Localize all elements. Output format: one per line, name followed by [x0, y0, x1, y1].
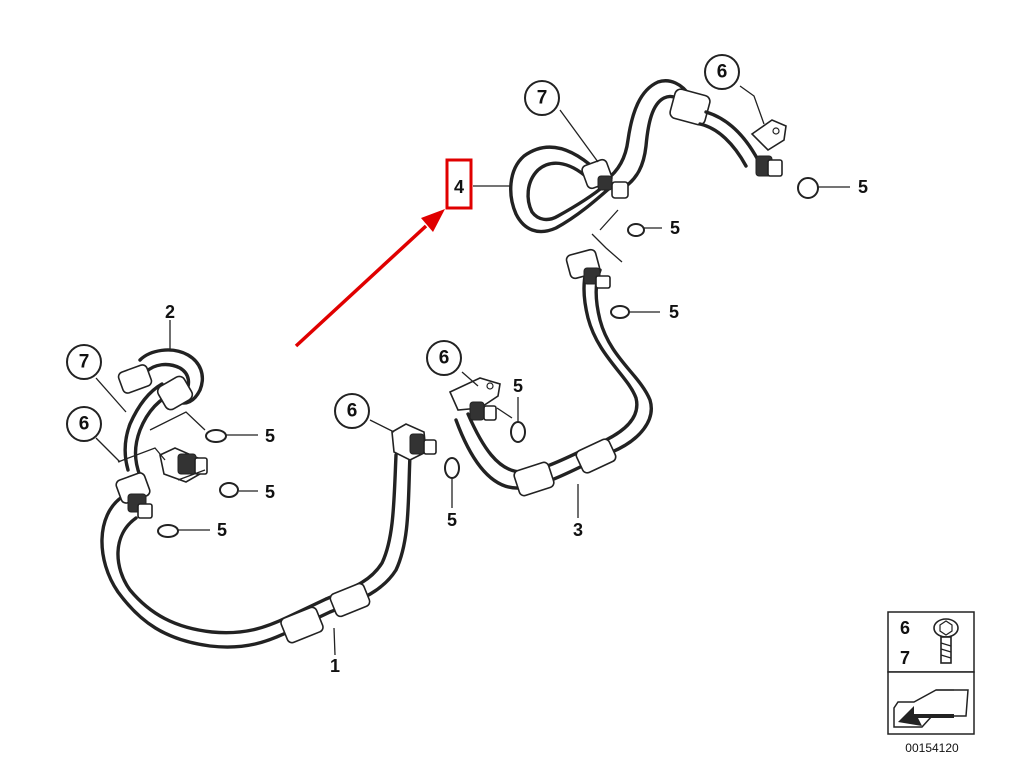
- hose-2-clamp: [117, 364, 153, 394]
- svg-text:6: 6: [717, 62, 728, 83]
- o-ring-label-5: 5: [265, 426, 275, 446]
- o-ring-hose4-b: [627, 223, 645, 237]
- o-ring-label-5: 5: [265, 482, 275, 502]
- hose-4-sleeve: [669, 88, 711, 126]
- hose-4: [473, 79, 787, 234]
- diagram-id: 00154120: [905, 741, 959, 755]
- hose-1: [100, 453, 412, 656]
- part-label-3: 3: [573, 520, 583, 540]
- o-ring-label-5: 5: [858, 177, 868, 197]
- svg-text:6: 6: [439, 348, 450, 369]
- highlight-box-part-4: [445, 158, 473, 210]
- part-label-1: 1: [330, 656, 340, 676]
- svg-text:7: 7: [537, 88, 548, 109]
- legend-box: 6 7 00154120: [887, 611, 975, 755]
- o-ring-hose3-b: [610, 305, 630, 319]
- part-label-2: 2: [165, 302, 175, 322]
- svg-text:6: 6: [347, 401, 358, 422]
- hose-2: [95, 320, 208, 519]
- callout-6-hose3: 6: [426, 340, 462, 376]
- callout-6-middle: 6: [334, 393, 370, 429]
- o-ring-label-5: 5: [513, 376, 523, 396]
- callout-6-left: 6: [66, 406, 102, 442]
- part-label-4: 4: [454, 177, 464, 197]
- hose-3: [448, 233, 653, 518]
- o-ring-middle: [444, 457, 460, 479]
- o-ring-left-a: [205, 429, 227, 443]
- fitting-middle: [369, 419, 437, 461]
- o-ring-hose4-a: [797, 177, 819, 199]
- o-ring-left-b: [219, 482, 239, 498]
- callout-6-top: 6: [704, 54, 740, 90]
- red-arrow: [294, 209, 445, 348]
- legend-label-7: 7: [900, 648, 910, 668]
- svg-text:6: 6: [79, 414, 90, 435]
- hose-3-sleeve-a: [513, 461, 555, 497]
- legend-label-6: 6: [900, 618, 910, 638]
- callout-7-left: 7: [66, 344, 102, 380]
- svg-text:7: 7: [79, 352, 90, 373]
- o-ring-label-5: 5: [670, 218, 680, 238]
- o-ring-hose3-a: [510, 421, 526, 443]
- o-ring-label-5: 5: [217, 520, 227, 540]
- screw-icon: [933, 618, 959, 664]
- arrow-direction-icon: [893, 689, 969, 728]
- o-ring-left-c: [157, 524, 179, 538]
- o-ring-label-5: 5: [447, 510, 457, 530]
- hose-2-connector: [156, 375, 194, 411]
- hose-1-sleeve-a: [280, 606, 324, 644]
- hose-3-sleeve-b: [575, 438, 617, 474]
- o-ring-label-5: 5: [669, 302, 679, 322]
- callout-7-top: 7: [524, 80, 560, 116]
- hose-1-sleeve-b: [329, 582, 371, 618]
